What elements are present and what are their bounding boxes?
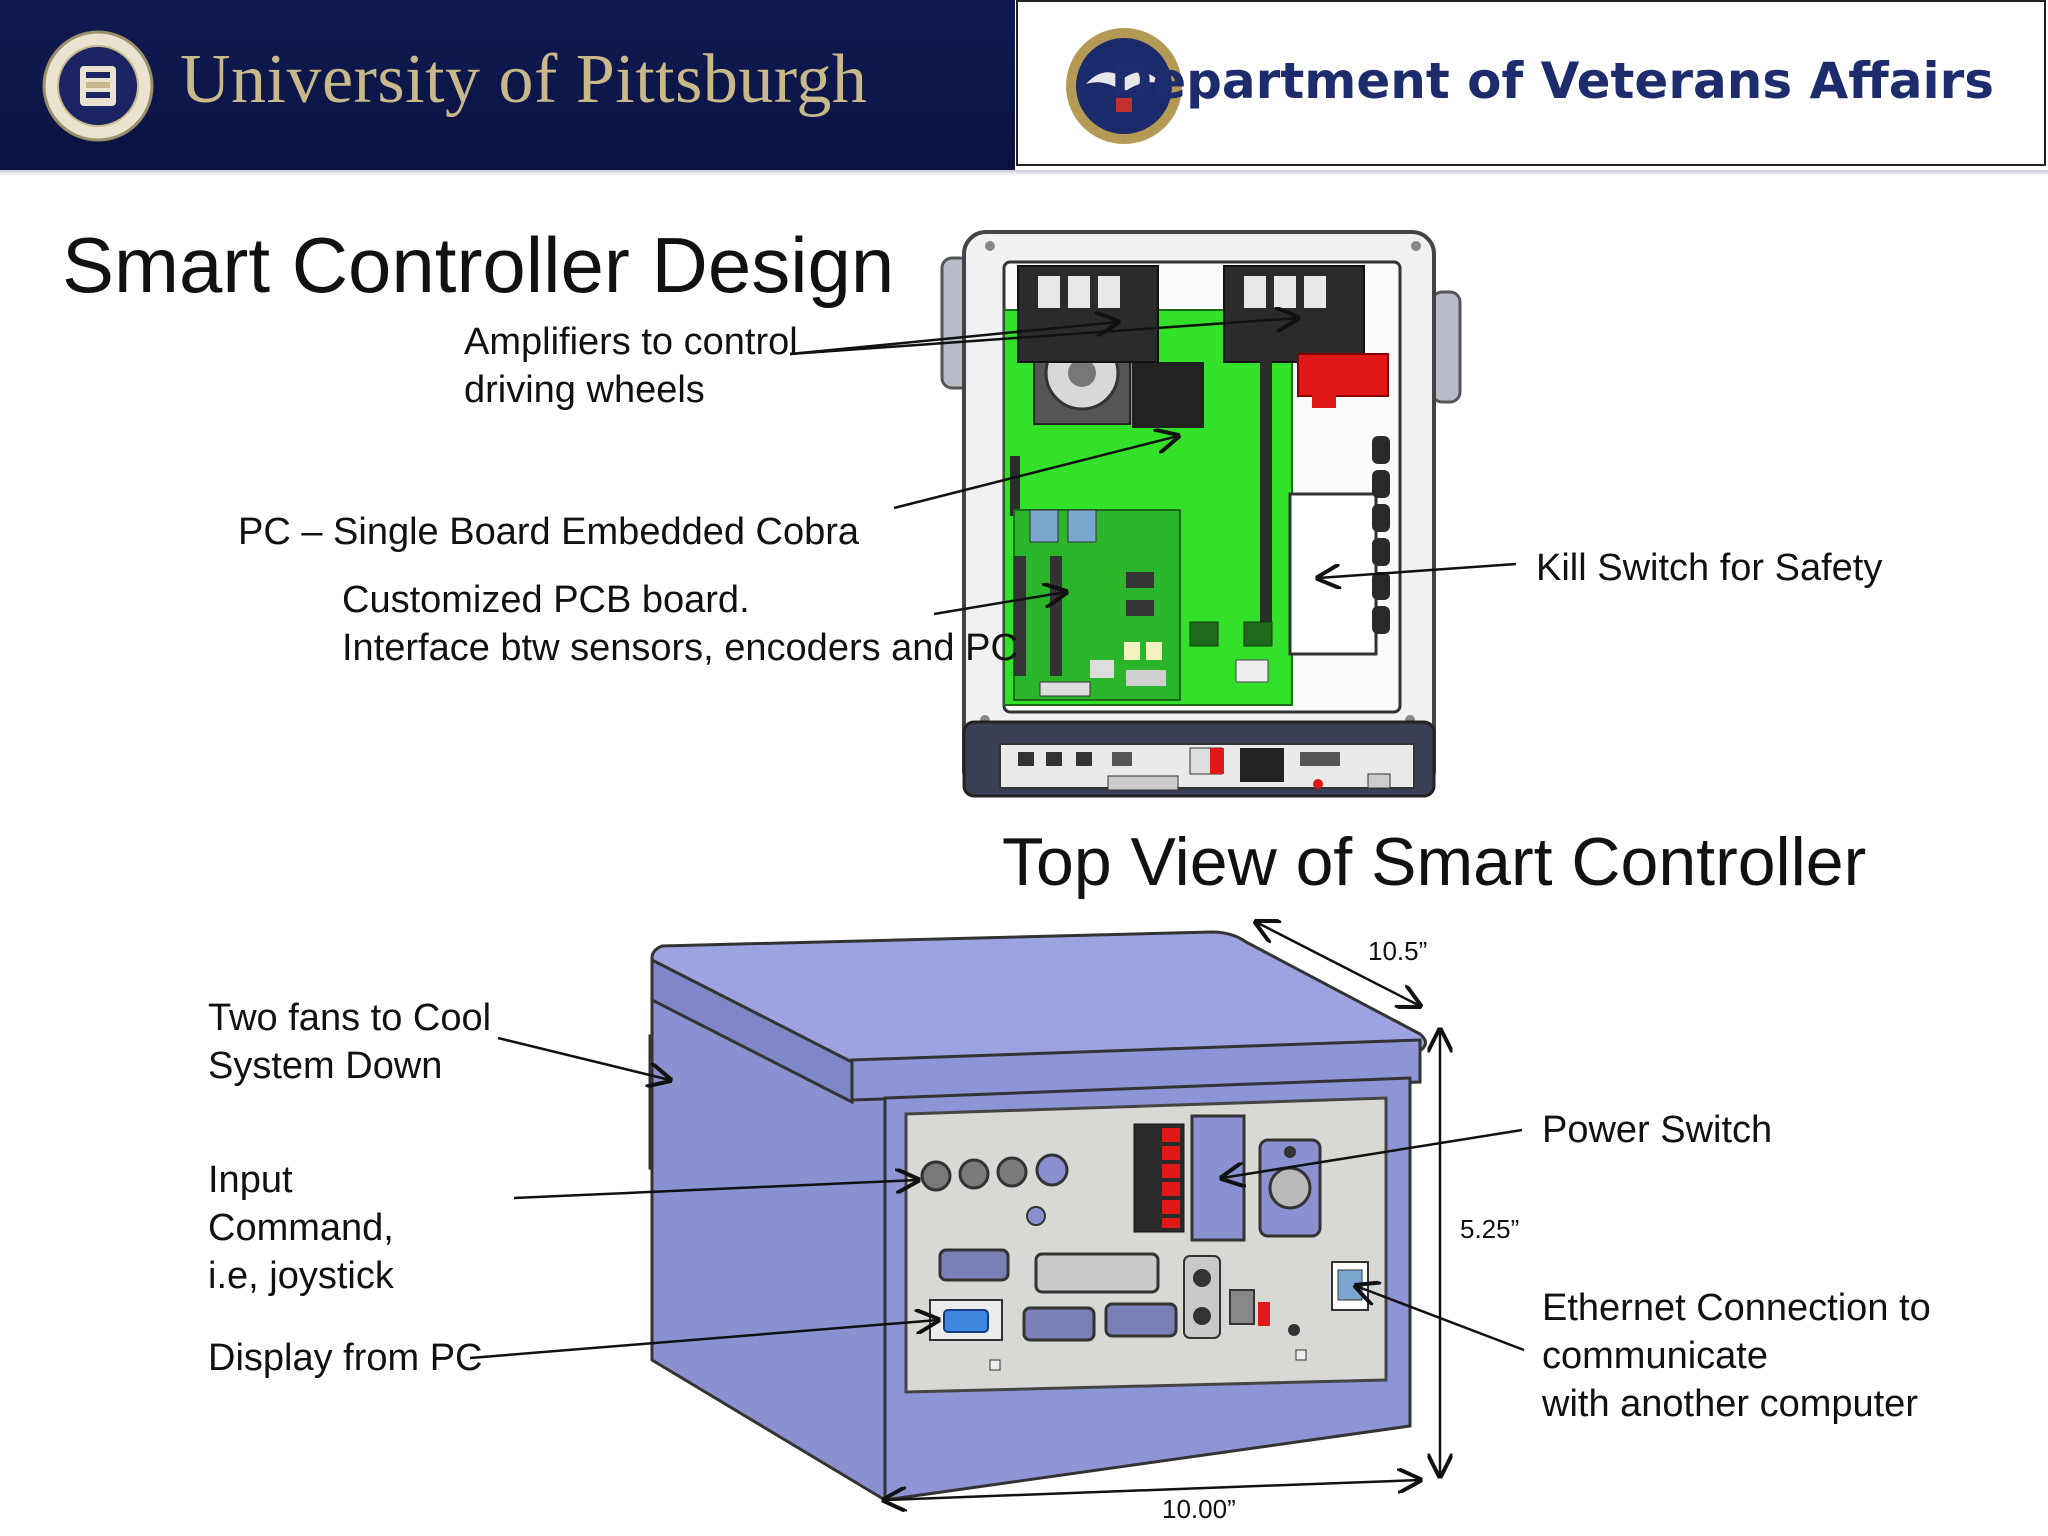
pc-label: PC – Single Board Embedded Cobra (238, 511, 860, 553)
dim-height-label: 5.25” (1460, 1214, 1520, 1244)
page-title: Smart Controller Design (62, 221, 895, 309)
dim-line-width (884, 1480, 1420, 1500)
arrow-amplifier-2 (789, 318, 1298, 356)
input-label-line3: i.e, joystick (208, 1255, 394, 1297)
arrow-display (469, 1320, 938, 1360)
va-name: Department of Veterans Affairs (1110, 52, 1994, 110)
arrow-pc (893, 436, 1178, 510)
fans-label: Two fans to Cool System Down (208, 994, 491, 1090)
top-view-title: Top View of Smart Controller (1002, 824, 1867, 900)
dim-line-depth (1256, 922, 1420, 1006)
university-seal-icon (42, 30, 154, 142)
ethernet-label-line2: communicate (1542, 1335, 1768, 1377)
arrow-kill-switch (1318, 562, 1517, 578)
pcb-label-line2: Interface btw sensors, encoders and PC (342, 627, 1018, 669)
va-banner: Department of Veterans Affairs (1016, 0, 2046, 166)
power-switch-label: Power Switch (1542, 1109, 1773, 1151)
amplifiers-label-line2: driving wheels (464, 369, 705, 411)
amplifiers-label: Amplifiers to control driving wheels (464, 318, 798, 414)
display-label: Display from PC (208, 1337, 483, 1379)
input-label: Input Command, i.e, joystick (208, 1156, 394, 1300)
arrow-pcb (933, 592, 1066, 616)
ethernet-label-line1: Ethernet Connection to (1542, 1287, 1931, 1329)
ethernet-label-line3: with another computer (1542, 1383, 1918, 1425)
pcb-label: Customized PCB board. Interface btw sens… (342, 576, 1018, 672)
va-eagle-seal-icon (1066, 28, 1182, 144)
arrow-amplifier-1 (789, 322, 1118, 356)
input-label-line2: Command, (208, 1207, 394, 1249)
dim-depth-label: 10.5” (1368, 936, 1428, 966)
university-banner: University of Pittsburgh (0, 0, 1015, 170)
dim-width-label: 10.00” (1162, 1494, 1236, 1524)
kill-switch-label: Kill Switch for Safety (1536, 547, 1883, 589)
ethernet-label: Ethernet Connection to communicate with … (1542, 1284, 1931, 1428)
banner-divider (0, 170, 2048, 176)
input-label-line1: Input (208, 1159, 293, 1201)
pcb-label-line1: Customized PCB board. (342, 579, 750, 621)
fans-label-line1: Two fans to Cool (208, 997, 492, 1039)
university-name: University of Pittsburgh (180, 41, 868, 118)
arrow-power-switch (1222, 1128, 1523, 1178)
fans-label-line2: System Down (208, 1045, 443, 1087)
amplifiers-label-line1: Amplifiers to control (464, 321, 798, 363)
arrow-fans (497, 1036, 670, 1080)
arrow-input (513, 1180, 918, 1200)
